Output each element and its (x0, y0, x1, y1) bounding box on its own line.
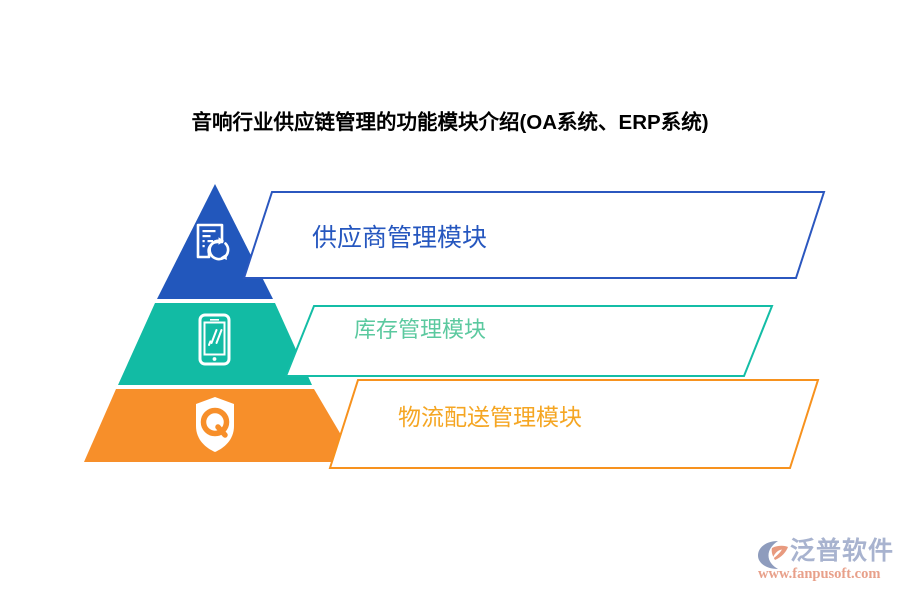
page-title: 音响行业供应链管理的功能模块介绍(OA系统、ERP系统) (191, 111, 709, 134)
brand-url: www.fanpusoft.com (758, 566, 881, 582)
banner-label-inventory-management: 库存管理模块 (354, 317, 487, 342)
watermark-logo: 泛普软件 www.fanpusoft.com (756, 534, 895, 586)
fanpu-logo-mark (758, 541, 788, 569)
banner-label-supplier-management: 供应商管理模块 (312, 224, 488, 252)
pyramid-level-3 (84, 389, 357, 462)
pyramid-graphic (84, 184, 357, 462)
brand-name: 泛普软件 (790, 537, 895, 565)
pyramid-level-2 (118, 303, 312, 385)
mobile-phone-icon (198, 313, 231, 366)
banner-group (242, 191, 826, 469)
banner-supplier-management[interactable] (242, 191, 826, 279)
pyramid-level-2-shape (118, 303, 312, 385)
banner-label-logistics-management: 物流配送管理模块 (398, 404, 582, 430)
shield-quality-icon (196, 397, 234, 452)
document-sync-icon (196, 223, 230, 261)
banner-logistics-management[interactable] (328, 379, 820, 469)
pyramid-level-1 (157, 184, 273, 299)
banner-inventory-management[interactable] (284, 305, 774, 377)
